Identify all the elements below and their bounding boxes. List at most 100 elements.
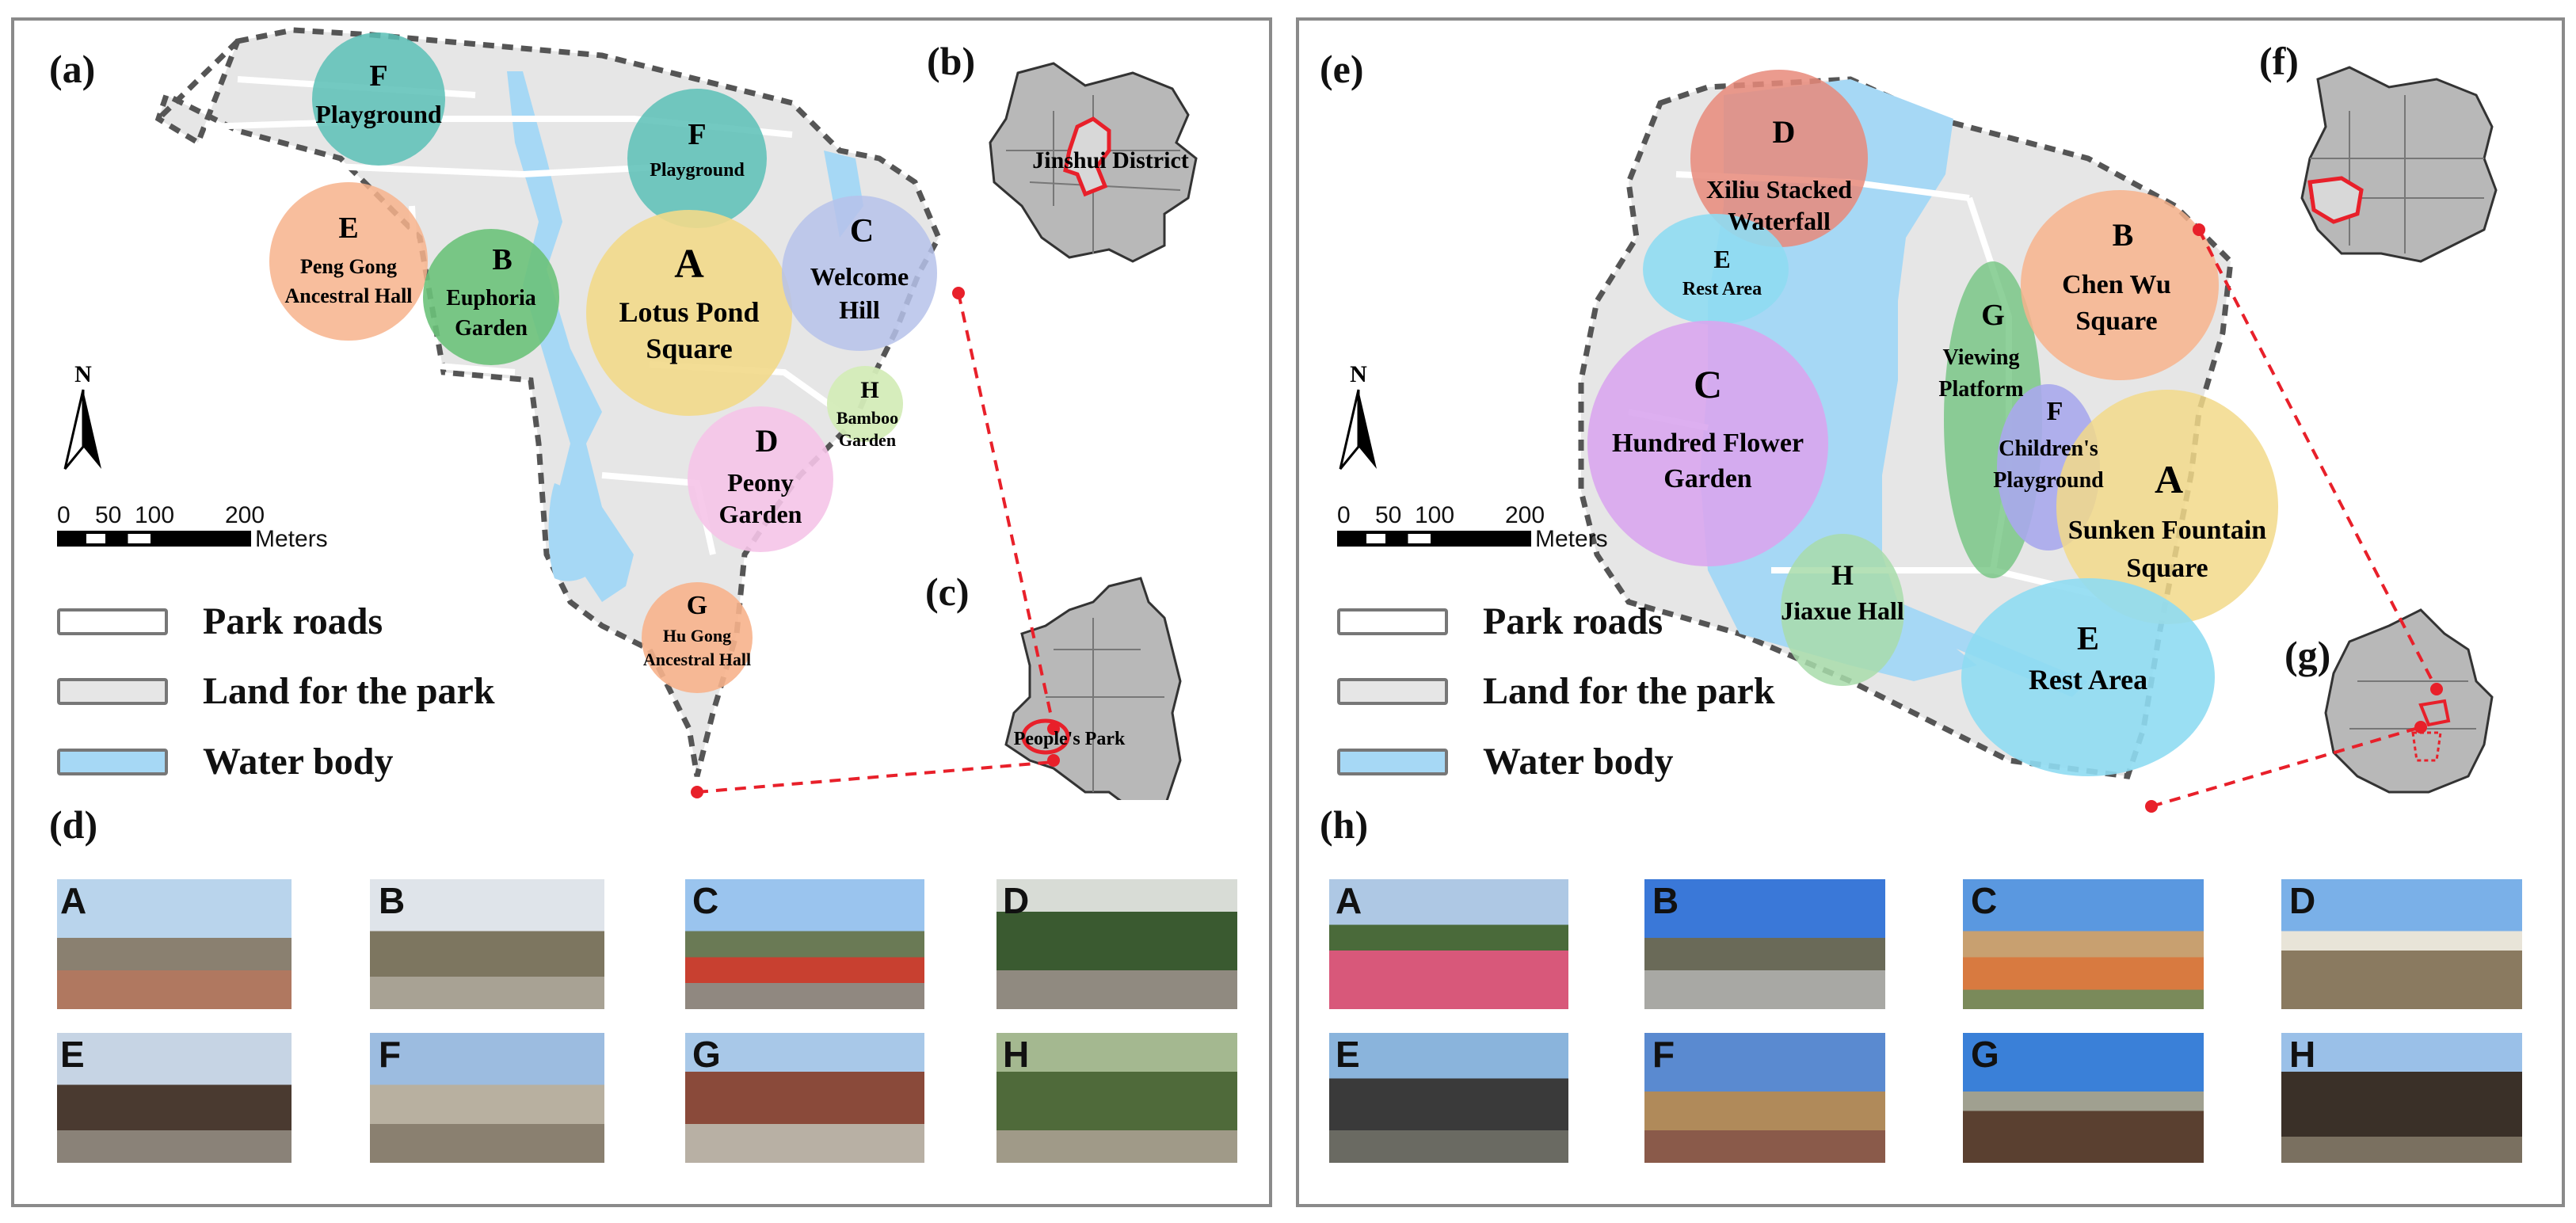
zone-name-c-1: Hundred Flower (1612, 429, 1804, 458)
zone-circle-g (642, 582, 753, 693)
zone-name-c-2: Garden (1663, 464, 1752, 493)
photo-right-b (1644, 879, 1885, 1009)
photo-right-g (1963, 1033, 2204, 1163)
legend-text-land: Land for the park (203, 670, 495, 712)
zone-letter-f: F (2047, 397, 2063, 426)
scale-tick-200: 200 (1505, 502, 1545, 528)
legend-swatch-roads (57, 608, 168, 635)
zone-letter-h: H (1831, 559, 1854, 591)
zone-name-d-2: Garden (719, 500, 802, 528)
photo-right-c (1963, 879, 2204, 1009)
park-land-area (154, 27, 942, 777)
zone-circle-f-1 (312, 32, 445, 166)
zone-name-d-1: Xiliu Stacked (1706, 175, 1852, 204)
scale-bar-right: 0 50 100 200 Meters (1337, 502, 1608, 558)
scale-tick-100: 100 (1415, 502, 1455, 528)
photo-label-right-b: B (1652, 880, 1679, 921)
zone-name-c-1: Welcome (810, 262, 909, 291)
scale-bar-graphic (1337, 531, 1531, 547)
photo-left-d (996, 879, 1237, 1009)
photo-right-h (2281, 1033, 2522, 1163)
zone-letter-a: A (674, 242, 704, 287)
zone-name-e-2: Ancestral Hall (284, 284, 412, 307)
zone-letter-b: B (492, 243, 512, 276)
zone-name-g-1: Hu Gong (663, 626, 731, 646)
scale-bar-left: 0 50 100 200 Meters (57, 502, 328, 558)
north-arrow-right: N (1339, 361, 1377, 470)
photo-label-left-b: B (379, 880, 406, 921)
photo-label-right-c: C (1971, 880, 1998, 921)
park-location-outline (2418, 699, 2451, 727)
zone-letter-d: D (1773, 114, 1796, 150)
zone-name-b-1: Chen Wu (2062, 270, 2171, 299)
zone-name-b-2: Garden (455, 316, 528, 341)
scale-tick-200: 200 (225, 502, 265, 528)
district-inset-map (2324, 608, 2494, 794)
photo-label-left-a: A (60, 880, 87, 921)
zone-name-g-2: Platform (1938, 377, 2023, 402)
photo-label-left-c: C (692, 880, 719, 921)
scale-tick-0: 0 (1337, 502, 1351, 528)
photo-right-a (1329, 879, 1568, 1009)
district-outline (1063, 116, 1111, 197)
photo-right-e (1329, 1033, 1568, 1163)
zone-name-f-2: Playground (650, 160, 745, 181)
photo-left-g (685, 1033, 924, 1163)
photo-label-left-g: G (692, 1034, 721, 1075)
panel-label-e: (e) (1320, 47, 1364, 91)
zone-letter-e: E (338, 211, 358, 245)
legend-land: Land for the park (1337, 669, 1775, 713)
photo-label-right-e: E (1336, 1034, 1360, 1075)
photo-left-e (57, 1033, 292, 1163)
zone-letter-c: C (1694, 362, 1722, 406)
legend-text-roads: Park roads (203, 600, 383, 642)
zone-name-f-1: Children's (1999, 436, 2098, 461)
zone-name-h-1: Bamboo (836, 408, 898, 428)
panel-label-d: (d) (49, 802, 98, 847)
zone-letter-f-1: F (369, 59, 387, 93)
legend-swatch-water (1337, 748, 1448, 775)
zone-name-a-2: Square (2126, 554, 2208, 583)
zone-name-b-2: Square (2075, 307, 2157, 336)
legend-text-water: Water body (1483, 741, 1674, 783)
zone-letter-h: H (860, 377, 878, 403)
zone-letter-f-2: F (688, 118, 706, 151)
zone-name-h-2: Garden (839, 430, 896, 450)
park-location-outline (1021, 718, 1070, 755)
zone-circle-a (2056, 390, 2278, 624)
legend-swatch-water (57, 748, 168, 775)
scale-tick-0: 0 (57, 502, 70, 528)
zone-name-g-2: Ancestral Hall (643, 650, 751, 669)
legend-water: Water body (57, 740, 393, 783)
zone-name-g-1: Viewing (1943, 345, 2020, 370)
photo-label-right-h: H (2289, 1034, 2316, 1075)
photo-left-f (370, 1033, 604, 1163)
photo-label-left-d: D (1003, 880, 1030, 921)
zone-name-e-2: Rest Area (2029, 664, 2147, 695)
photo-label-right-f: F (1652, 1034, 1675, 1075)
photo-label-left-h: H (1003, 1034, 1030, 1075)
scale-tick-100: 100 (135, 502, 175, 528)
zone-name-b-1: Euphoria (446, 286, 536, 311)
zone-circle-h (827, 366, 903, 442)
district-outline (2307, 176, 2364, 224)
scale-unit-label: Meters (255, 526, 328, 552)
zone-circle-b (2021, 190, 2219, 380)
photo-right-d (2281, 879, 2522, 1009)
city-inset-map (2300, 66, 2498, 263)
zone-name-a-2: Square (646, 333, 732, 364)
panel-label-c: (c) (925, 570, 970, 614)
svg-text:N: N (1350, 361, 1367, 387)
zone-name-f-1: Playground (315, 100, 442, 128)
photo-label-right-d: D (2289, 880, 2316, 921)
zone-circle-f-2 (627, 89, 767, 228)
zone-circle-e-2 (1961, 578, 2215, 776)
photo-label-left-e: E (60, 1034, 85, 1075)
park-location-label: People's Park (1014, 729, 1126, 749)
zone-letter-d: D (756, 423, 779, 459)
zone-circle-d (1690, 70, 1868, 247)
left-park-map: F Playground F Playground E Peng Gong An… (154, 27, 1198, 800)
zone-circle-a (586, 210, 792, 416)
zone-name-f-2: Playground (1993, 468, 2104, 493)
zone-circle-c (782, 196, 937, 351)
